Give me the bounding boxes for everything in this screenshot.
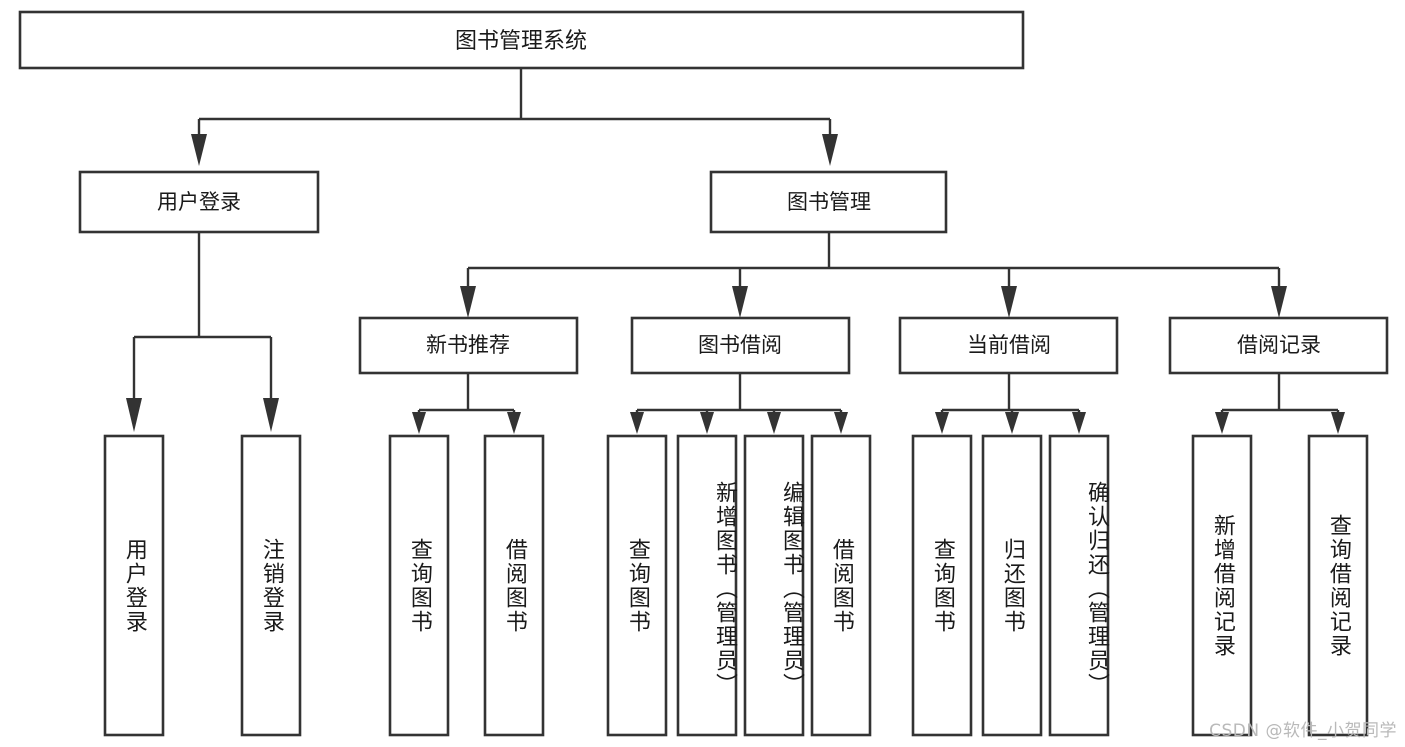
edges-user-login-to-leaves [126,232,279,432]
arrow-to-new-book [460,286,476,318]
leaf-box-user-login-0[interactable] [103,434,165,737]
arrow-leaf-borrow-record-0 [1215,412,1229,434]
arrow-leaf-borrow-record-1 [1331,412,1345,434]
node-new-book-recommend[interactable]: 新书推荐 [358,316,579,375]
node-book-manage[interactable]: 图书管理 [709,170,948,234]
arrow-leaf-current-borrow-1 [1005,412,1019,434]
arrow-leaf-current-borrow-2 [1072,412,1086,434]
leaf-box-current-borrow-1[interactable] [981,434,1043,737]
new-book-recommend-label: 新书推荐 [426,333,510,357]
leaf-box-book-borrow-0[interactable] [606,434,668,737]
leaf-box-new-book-0[interactable] [388,434,450,737]
node-book-borrow[interactable]: 图书借阅 [630,316,851,375]
leaf-box-current-borrow-2[interactable] [1048,434,1110,737]
current-borrow-box[interactable] [898,316,1119,375]
borrow-record-label: 借阅记录 [1237,333,1321,357]
node-borrow-record[interactable]: 借阅记录 [1168,316,1389,375]
edges-borrow-record-to-leaves [1215,373,1345,434]
leaf-box-user-login-1[interactable] [240,434,302,737]
root-label: 图书管理系统 [455,29,587,54]
leaf-box-book-borrow-3[interactable] [810,434,872,737]
leaf-box-book-borrow-1[interactable] [676,434,738,737]
book-borrow-label: 图书借阅 [698,333,782,357]
node-user-login[interactable]: 用户登录 [78,170,320,234]
book-manage-box[interactable] [709,170,948,234]
watermark-text: CSDN @软件_小贺同学 [1209,721,1397,741]
edges-current-borrow-to-leaves [935,373,1086,434]
node-current-borrow[interactable]: 当前借阅 [898,316,1119,375]
user-login-label: 用户登录 [157,190,241,214]
leaf-box-borrow-record-1[interactable] [1307,434,1369,737]
book-manage-label: 图书管理 [787,190,871,214]
arrow-leaf-book-borrow-1 [700,412,714,434]
book-borrow-box[interactable] [630,316,851,375]
arrow-to-user-login [191,134,207,166]
arrow-leaf-user-login-0 [126,398,142,432]
arrow-leaf-new-book-0 [412,412,426,434]
arrow-to-borrow-record [1271,286,1287,318]
new-book-recommend-box[interactable] [358,316,579,375]
node-root[interactable]: 图书管理系统 [18,10,1025,70]
arrow-leaf-book-borrow-3 [834,412,848,434]
leaf-box-current-borrow-0[interactable] [911,434,973,737]
arrow-leaf-user-login-1 [263,398,279,432]
arrow-leaf-new-book-1 [507,412,521,434]
arrow-leaf-book-borrow-2 [767,412,781,434]
edges-new-book-to-leaves [412,373,521,434]
edges-root-to-level1 [191,68,838,166]
root-box[interactable] [18,10,1025,70]
arrow-leaf-book-borrow-0 [630,412,644,434]
arrow-to-book-manage [822,134,838,166]
leaf-box-borrow-record-0[interactable] [1191,434,1253,737]
current-borrow-label: 当前借阅 [967,333,1051,357]
edges-book-manage-to-level2 [460,232,1287,318]
edges-book-borrow-to-leaves [630,373,848,434]
leaf-box-new-book-1[interactable] [483,434,545,737]
arrow-to-current-borrow [1001,286,1017,318]
leaf-box-book-borrow-2[interactable] [743,434,805,737]
arrow-leaf-current-borrow-0 [935,412,949,434]
borrow-record-box[interactable] [1168,316,1389,375]
arrow-to-book-borrow [732,286,748,318]
